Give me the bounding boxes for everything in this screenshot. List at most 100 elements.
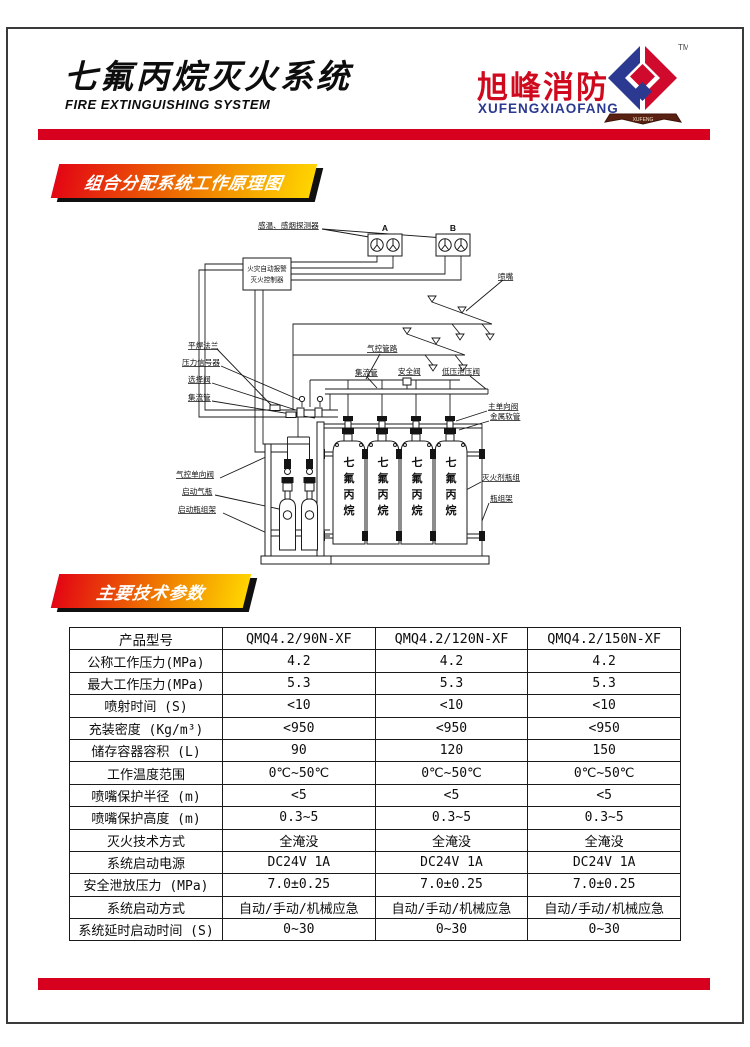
table-cell: 4.2 bbox=[527, 649, 681, 673]
table-cell: 7.0±0.25 bbox=[527, 873, 681, 897]
table-cell: 全淹没 bbox=[222, 828, 376, 852]
trademark-symbol: TM bbox=[678, 43, 688, 52]
table-cell: 5.3 bbox=[527, 671, 681, 696]
header-rule bbox=[38, 129, 710, 140]
table-cell: 充装密度 (Kg/m³) bbox=[69, 716, 223, 740]
table-cell: 公称工作压力(MPa) bbox=[69, 649, 223, 673]
table-cell: DC24V 1A bbox=[527, 850, 681, 875]
system-schematic: A B 火灾自动报警 灭火控制器 bbox=[170, 212, 730, 567]
table-cell: 0℃~50℃ bbox=[374, 761, 529, 785]
table-cell: <950 bbox=[374, 716, 529, 740]
table-cell: <950 bbox=[527, 716, 681, 740]
table-cell: 7.0±0.25 bbox=[374, 873, 529, 897]
table-cell: <10 bbox=[527, 694, 681, 718]
table-cell: 喷射时间 (S) bbox=[69, 694, 223, 718]
label-pneumatic-line: 气控管路 bbox=[367, 343, 398, 353]
controller-label-1: 火灾自动报警 bbox=[247, 264, 287, 273]
table-cell: <5 bbox=[374, 783, 529, 808]
banner-face: 组合分配系统工作原理图 bbox=[50, 164, 318, 198]
table-cell: 最大工作压力(MPa) bbox=[69, 671, 223, 696]
detector-group-a bbox=[367, 233, 403, 257]
label-metal-hose: 金属软管 bbox=[490, 411, 521, 421]
diagram-banner-label: 组合分配系统工作原理图 bbox=[83, 173, 285, 193]
table-cell: 全淹没 bbox=[527, 828, 681, 852]
label-safety-valve: 安全阀 bbox=[398, 366, 421, 376]
table-cell: 120 bbox=[374, 738, 529, 763]
nozzle-symbols bbox=[402, 295, 495, 372]
table-cell: 4.2 bbox=[374, 649, 529, 673]
table-cell: 安全泄放压力 (MPa) bbox=[69, 873, 223, 897]
table-cell: 0℃~50℃ bbox=[527, 761, 681, 785]
label-pressure-signal: 压力信号器 bbox=[182, 357, 220, 367]
table-cell: 喷嘴保护高度 (m) bbox=[69, 806, 223, 830]
table-row: 喷嘴保护半径 (m)<5<5<5 bbox=[69, 783, 681, 808]
table-cell: 0℃~50℃ bbox=[222, 761, 376, 785]
table-cell: 0~30 bbox=[527, 918, 681, 942]
cylinder-label-4: 七氟丙烷 bbox=[446, 455, 457, 517]
rack-frame bbox=[260, 421, 490, 565]
table-row: 灭火技术方式全淹没全淹没全淹没 bbox=[69, 828, 681, 852]
label-starter-rack: 启动瓶组架 bbox=[178, 504, 216, 514]
table-cell: 0.3~5 bbox=[374, 806, 529, 830]
label-selector-valve: 选择阀 bbox=[188, 374, 211, 384]
table-cell: QMQ4.2/150N-XF bbox=[527, 626, 681, 651]
agent-cylinders: 七氟丙烷 七氟丙烷 七氟丙烷 七氟丙烷 bbox=[332, 416, 468, 545]
table-cell: 0~30 bbox=[222, 918, 376, 942]
detector-group-b bbox=[435, 233, 471, 257]
table-cell: 自动/手动/机械应急 bbox=[527, 895, 681, 920]
table-cell: 全淹没 bbox=[374, 828, 529, 852]
label-manifold-mid: 集流管 bbox=[355, 367, 378, 377]
table-cell: 产品型号 bbox=[69, 626, 223, 651]
table-cell: 150 bbox=[527, 738, 681, 763]
label-pneumatic-check-valve: 气控单向阀 bbox=[176, 469, 214, 479]
controller-label-2: 灭火控制器 bbox=[251, 275, 284, 284]
label-detectors: 感温、感烟探测器 bbox=[258, 220, 319, 230]
table-cell: 自动/手动/机械应急 bbox=[374, 895, 529, 920]
table-cell: <950 bbox=[222, 716, 376, 740]
footer-rule bbox=[38, 978, 710, 990]
table-cell: DC24V 1A bbox=[374, 850, 529, 875]
table-cell: 0.3~5 bbox=[527, 806, 681, 830]
table-cell: 系统启动方式 bbox=[69, 895, 223, 920]
table-cell: 0~30 bbox=[374, 918, 529, 942]
brand-name-cn: 旭峰消防 bbox=[477, 70, 609, 105]
cylinder-label-1: 七氟丙烷 bbox=[344, 455, 355, 517]
table-cell: <5 bbox=[222, 783, 376, 808]
label-cylinder-rack: 瓶组架 bbox=[490, 493, 513, 503]
table-row: 系统启动方式自动/手动/机械应急自动/手动/机械应急自动/手动/机械应急 bbox=[69, 895, 681, 920]
params-section-banner: 主要技术参数 bbox=[50, 574, 258, 612]
table-cell: <10 bbox=[222, 694, 376, 718]
table-cell: DC24V 1A bbox=[222, 850, 376, 875]
label-low-pressure-relief: 低压泄压阀 bbox=[442, 366, 480, 376]
page-title: 七氟丙烷灭火系统 bbox=[64, 58, 352, 95]
table-cell: 4.2 bbox=[222, 649, 376, 673]
table-cell: 喷嘴保护半径 (m) bbox=[69, 783, 223, 808]
label-main-check-valve: 主单向阀 bbox=[488, 401, 518, 411]
table-cell: 5.3 bbox=[374, 671, 529, 696]
selector-assembly bbox=[269, 395, 324, 418]
table-cell: 7.0±0.25 bbox=[222, 873, 376, 897]
params-banner-label: 主要技术参数 bbox=[95, 583, 207, 603]
schematic-labels: 感温、感烟探测器 喷嘴 平焊法兰 压力信号器 选择阀 集流管 气控管路 集流管 … bbox=[176, 220, 521, 514]
brand-name-en: XUFENGXIAOFANG bbox=[478, 101, 619, 116]
table-cell: QMQ4.2/120N-XF bbox=[374, 626, 529, 651]
table-cell: 自动/手动/机械应急 bbox=[222, 895, 376, 920]
table-cell: 5.3 bbox=[222, 671, 376, 696]
table-cell: 工作温度范围 bbox=[69, 761, 223, 785]
table-cell: QMQ4.2/90N-XF bbox=[222, 626, 376, 651]
label-agent-cylinder-group: 灭火剂瓶组 bbox=[482, 472, 520, 482]
starter-cylinders bbox=[279, 459, 318, 551]
table-cell: 储存容器容积 (L) bbox=[69, 738, 223, 763]
